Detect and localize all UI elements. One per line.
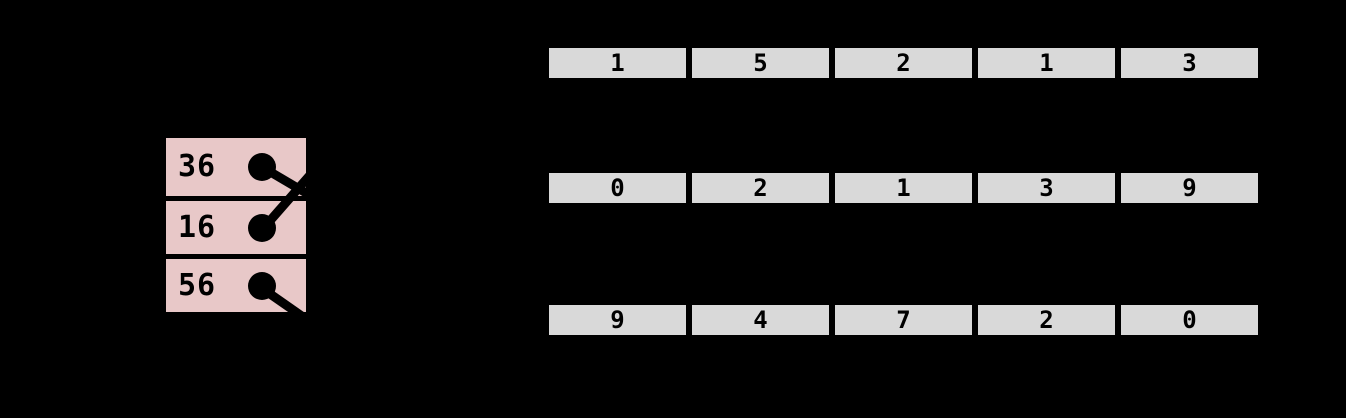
array-cell[interactable]: 0 (549, 173, 686, 203)
array-cell[interactable]: 9 (549, 305, 686, 335)
hash-bucket-table: 36 16 56 (166, 138, 306, 312)
array-cell[interactable]: 5 (692, 48, 829, 78)
array-cell[interactable]: 0 (1121, 305, 1258, 335)
array-cell[interactable]: 2 (692, 173, 829, 203)
bucket-row[interactable]: 56 (166, 254, 306, 312)
bucket-key-label: 56 (178, 267, 217, 303)
array-cell[interactable]: 7 (835, 305, 972, 335)
bucket-key-label: 36 (178, 149, 217, 184)
bucket-row[interactable]: 16 (166, 196, 306, 254)
bucket-key-label: 16 (178, 209, 217, 245)
array-cell[interactable]: 3 (978, 173, 1115, 203)
pointer-node-dot (248, 213, 276, 242)
array-cell[interactable]: 3 (1121, 48, 1258, 78)
pointer-node-dot (248, 271, 276, 300)
digit-array-row: 0 2 1 3 9 (549, 173, 1258, 203)
array-cell[interactable]: 9 (1121, 173, 1258, 203)
array-cell[interactable]: 2 (978, 305, 1115, 335)
pointer-node-dot (248, 153, 276, 181)
bucket-row[interactable]: 36 (166, 138, 306, 196)
array-cell[interactable]: 1 (549, 48, 686, 78)
digit-array-row: 9 4 7 2 0 (549, 305, 1258, 335)
array-cell[interactable]: 2 (835, 48, 972, 78)
digit-array-row: 1 5 2 1 3 (549, 48, 1258, 78)
array-cell[interactable]: 1 (978, 48, 1115, 78)
array-cell[interactable]: 4 (692, 305, 829, 335)
array-cell[interactable]: 1 (835, 173, 972, 203)
